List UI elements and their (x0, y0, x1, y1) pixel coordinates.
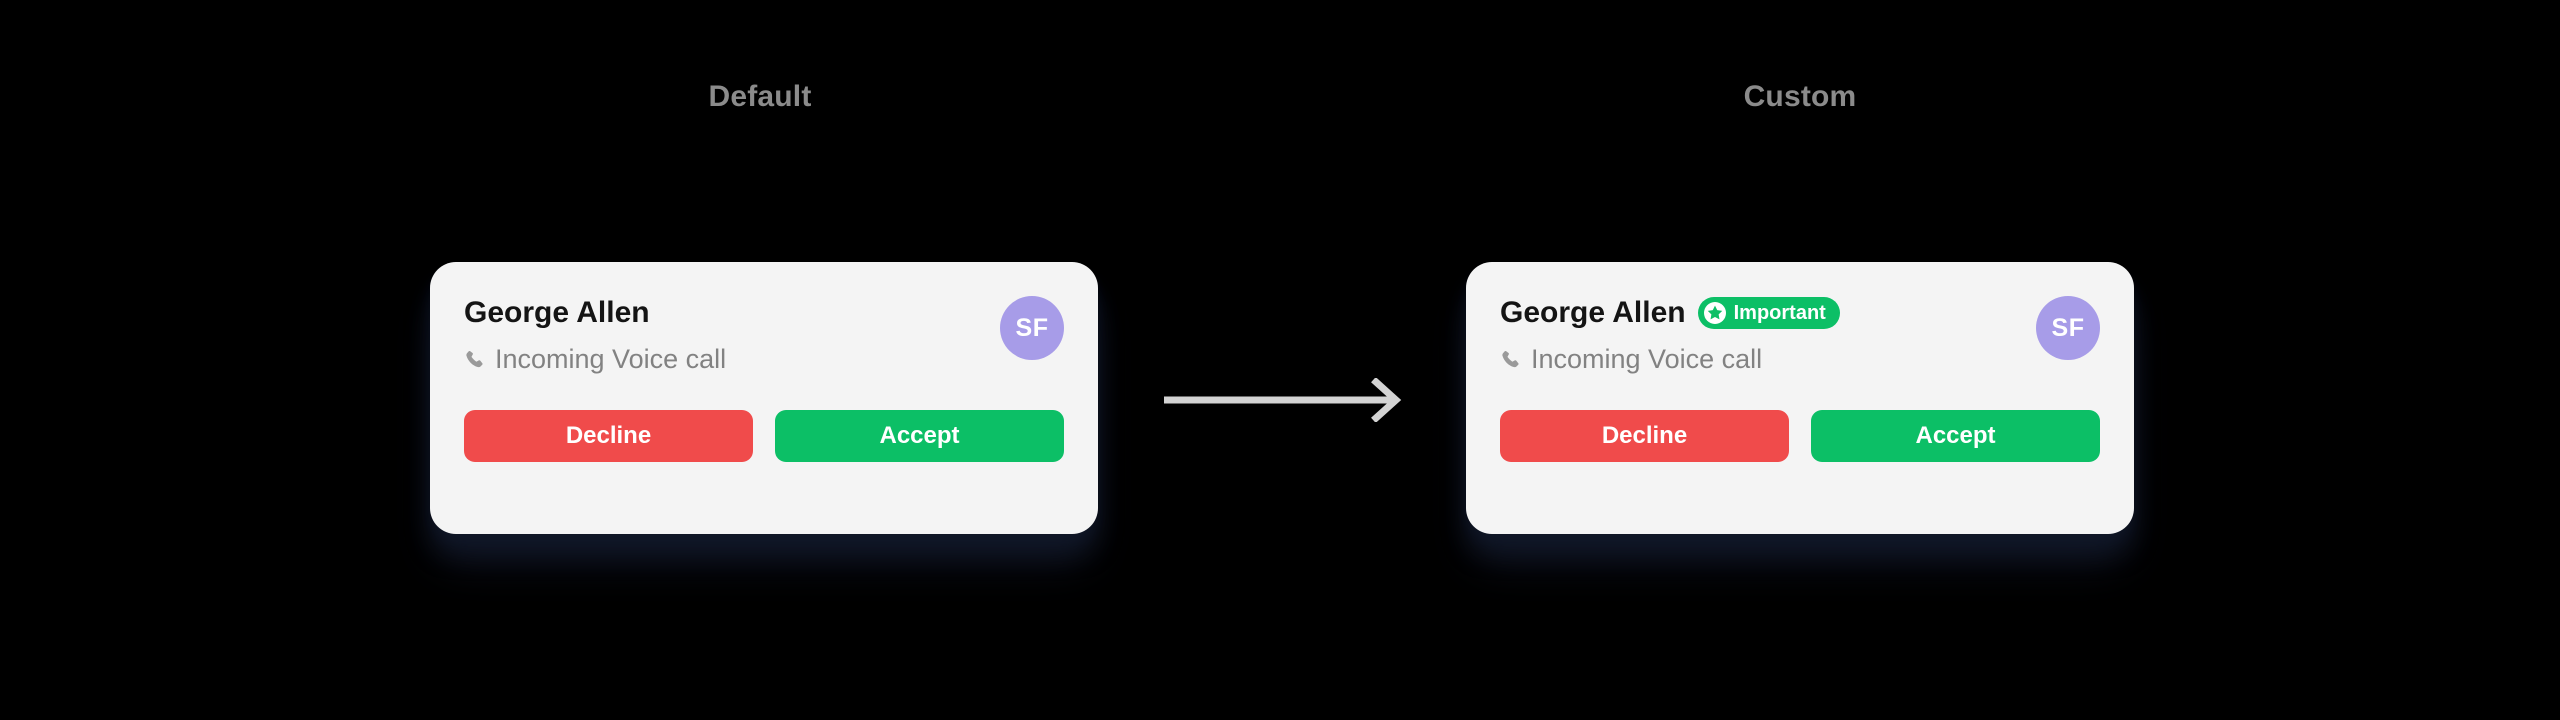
call-status-text: Incoming Voice call (1531, 344, 1763, 374)
avatar: SF (2036, 296, 2100, 360)
incoming-call-card-default: George Allen Incoming Voice call SF Decl… (430, 262, 1098, 534)
custom-card-wrapper: George Allen Important (1466, 262, 2134, 534)
card-header-custom: George Allen Important (1500, 292, 2100, 404)
star-icon (1703, 302, 1726, 324)
decline-button[interactable]: Decline (1500, 410, 1789, 462)
call-actions-custom: Decline Accept (1500, 410, 2100, 462)
caller-name-row-custom: George Allen Important (1500, 294, 1840, 332)
avatar: SF (1000, 296, 1064, 360)
status-badge-label: Important (1733, 302, 1826, 324)
accept-button[interactable]: Accept (1811, 410, 2100, 462)
incoming-call-card-custom: George Allen Important (1466, 262, 2134, 534)
call-actions-default: Decline Accept (464, 410, 1064, 462)
card-header-default: George Allen Incoming Voice call SF (464, 292, 1064, 404)
call-status-text: Incoming Voice call (495, 344, 727, 374)
default-card-wrapper: George Allen Incoming Voice call SF Decl… (430, 262, 1098, 534)
accept-button[interactable]: Accept (775, 410, 1064, 462)
card-header-text-default: George Allen Incoming Voice call (464, 292, 726, 373)
phone-icon (1502, 350, 1519, 367)
caller-name: George Allen (464, 296, 650, 329)
phone-icon (466, 350, 483, 367)
call-status-row-default: Incoming Voice call (464, 346, 726, 373)
caller-name: George Allen (1500, 296, 1686, 329)
status-badge-important: Important (1697, 297, 1840, 329)
caller-name-row-default: George Allen (464, 294, 726, 332)
arrow-right-icon (1164, 378, 1402, 422)
card-header-text-custom: George Allen Important (1500, 292, 1840, 373)
column-title-custom: Custom (1743, 80, 1857, 113)
avatar-initials: SF (2051, 313, 2085, 342)
decline-button[interactable]: Decline (464, 410, 753, 462)
avatar-initials: SF (1015, 313, 1049, 342)
call-status-row-custom: Incoming Voice call (1500, 346, 1840, 373)
column-title-default: Default (708, 80, 812, 113)
